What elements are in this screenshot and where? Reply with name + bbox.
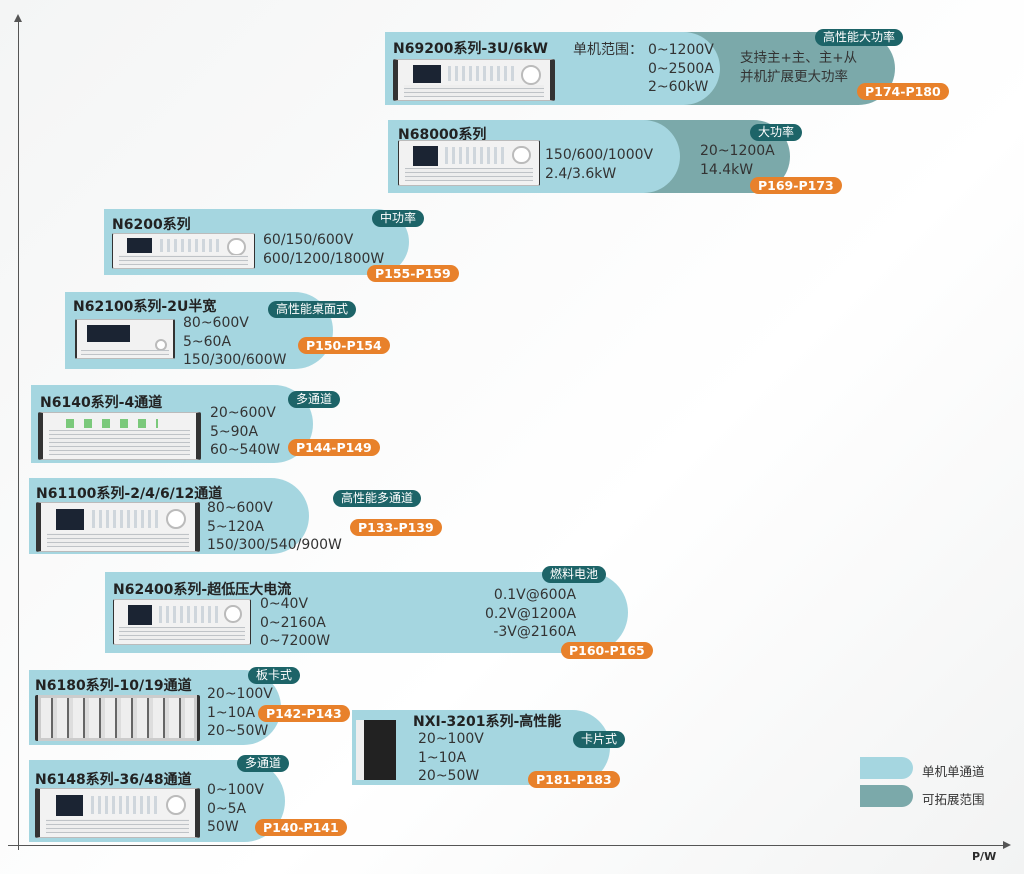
product-image	[36, 502, 200, 552]
category-tag: 卡片式	[573, 731, 626, 748]
product-card-n69200[interactable]: N69200系列-3U/6kW 单机范围： 0~1200V 0~2500A 2~…	[385, 29, 949, 105]
product-image	[35, 695, 200, 741]
product-specs: 0~1200V 0~2500A 2~60kW	[648, 42, 714, 95]
product-specs: 20~600V 5~90A 60~540W	[210, 405, 281, 458]
product-image	[38, 412, 201, 460]
x-axis	[8, 841, 1011, 849]
product-specs: 150/600/1000V 2.4/3.6kW	[545, 147, 654, 182]
legend-label-single-unit: 单机单通道	[922, 764, 985, 779]
product-card-n68000[interactable]: N68000系列 150/600/1000V 2.4/3.6kW 20~1200…	[388, 120, 842, 194]
category-tag: 高性能桌面式	[268, 301, 357, 318]
product-specs: 20~100V 1~10A 20~50W	[418, 731, 484, 784]
page-badge[interactable]: P169-P173	[750, 177, 842, 194]
page-badge[interactable]: P133-P139	[350, 519, 442, 536]
extended-specs: 0.1V@600A 0.2V@1200A -3V@2160A	[485, 587, 577, 640]
product-card-n61100[interactable]: N61100系列-2/4/6/12通道 80~600V 5~120A 150/3…	[29, 478, 442, 554]
product-image	[75, 319, 175, 359]
product-title: NXI-3201系列-高性能	[413, 714, 562, 730]
category-tag: 高性能多通道	[333, 490, 422, 507]
category-tag: 多通道	[288, 391, 341, 408]
category-tag: 大功率	[750, 124, 803, 141]
legend-swatch-expandable	[860, 785, 913, 807]
product-title: N6180系列-10/19通道	[35, 678, 192, 694]
page-badge[interactable]: P174-P180	[857, 83, 949, 100]
product-title: N62400系列-超低压大电流	[113, 582, 292, 598]
page-badge[interactable]: P140-P141	[255, 819, 347, 836]
category-tag: 中功率	[372, 210, 425, 227]
product-title: N6148系列-36/48通道	[35, 772, 192, 788]
page-badge[interactable]: P142-P143	[258, 705, 350, 722]
page-badge[interactable]: P160-P165	[561, 642, 653, 659]
page-badge[interactable]: P150-P154	[298, 337, 390, 354]
range-label: 单机范围：	[573, 42, 643, 58]
product-title: N69200系列-3U/6kW	[393, 41, 548, 57]
product-specs: 20~100V 1~10A 20~50W	[207, 686, 273, 739]
x-axis-label: P/W	[972, 850, 997, 863]
product-title: N62100系列-2U半宽	[73, 299, 217, 315]
page-badge[interactable]: P144-P149	[288, 439, 380, 456]
legend-label-expandable: 可拓展范围	[922, 792, 985, 807]
category-tag: 板卡式	[248, 667, 301, 684]
extended-specs: 20~1200A 14.4kW	[700, 143, 775, 178]
product-title: N6200系列	[112, 217, 191, 233]
product-image	[113, 599, 251, 645]
product-title: N61100系列-2/4/6/12通道	[36, 486, 223, 502]
product-card-nxi3201[interactable]: NXI-3201系列-高性能 20~100V 1~10A 20~50W 卡片式 …	[352, 710, 626, 788]
product-specs: 80~600V 5~60A 150/300/600W	[183, 315, 287, 368]
product-specs: 80~600V 5~120A 150/300/540/900W	[207, 500, 342, 553]
category-tag: 高性能大功率	[815, 29, 904, 46]
product-title: N68000系列	[398, 127, 487, 143]
product-title: N6140系列-4通道	[40, 395, 163, 411]
product-card-n6140[interactable]: N6140系列-4通道 20~600V 5~90A 60~540W 多通道 P1…	[31, 385, 380, 463]
product-card-n62400[interactable]: N62400系列-超低压大电流 0~40V 0~2160A 0~7200W 0.…	[105, 566, 653, 659]
product-card-n6200[interactable]: N6200系列 60/150/600V 600/1200/1800W 中功率 P…	[104, 209, 459, 282]
product-specs: 0~40V 0~2160A 0~7200W	[260, 596, 331, 649]
product-image	[393, 59, 555, 101]
product-specs: 0~100V 0~5A 50W	[207, 782, 264, 835]
page-badge[interactable]: P181-P183	[528, 771, 620, 788]
product-image	[35, 788, 200, 838]
product-card-n6148[interactable]: N6148系列-36/48通道 0~100V 0~5A 50W 多通道 P140…	[29, 755, 347, 842]
extended-specs: 支持主+主、主+从 并机扩展更大功率	[740, 50, 858, 85]
category-tag: 燃料电池	[542, 566, 607, 583]
category-tag: 多通道	[237, 755, 290, 772]
y-axis	[14, 14, 22, 850]
page-badge[interactable]: P155-P159	[367, 265, 459, 282]
product-card-n6180[interactable]: N6180系列-10/19通道 20~100V 1~10A 20~50W 板卡式…	[29, 667, 350, 745]
product-image	[398, 140, 540, 186]
product-specs: 60/150/600V 600/1200/1800W	[263, 232, 385, 267]
product-image	[356, 720, 396, 780]
product-image	[112, 233, 255, 269]
product-card-n62100[interactable]: N62100系列-2U半宽 80~600V 5~60A 150/300/600W…	[65, 292, 390, 369]
legend-swatch-single-unit	[860, 757, 913, 779]
